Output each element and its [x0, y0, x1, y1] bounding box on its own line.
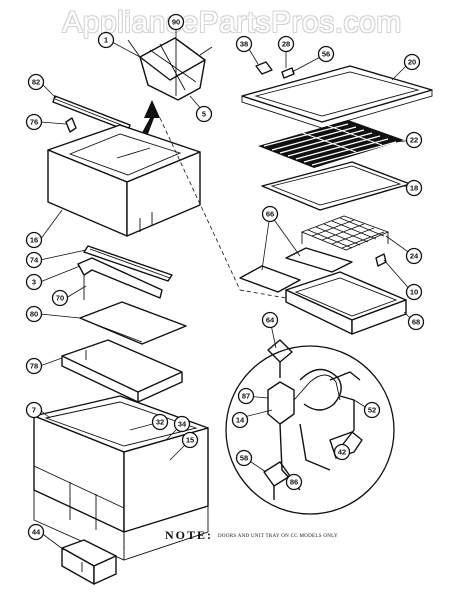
callout-76: 76	[25, 113, 43, 131]
briquette-grid	[300, 215, 390, 267]
callout-74: 74	[25, 251, 43, 269]
callout-label-56: 56	[322, 50, 330, 59]
callout-86: 86	[285, 473, 303, 491]
callout-58: 58	[235, 449, 253, 467]
callout-44: 44	[27, 523, 45, 541]
callout-label-14: 14	[236, 416, 245, 425]
callout-3: 3	[25, 273, 43, 291]
callout-label-15: 15	[186, 436, 194, 445]
callout-82: 82	[27, 73, 45, 91]
note-text: DOORS AND UNIT TRAY ON CC MODELS ONLY	[218, 533, 338, 539]
callout-label-86: 86	[290, 478, 298, 487]
cooking-grate	[258, 120, 404, 168]
callout-label-1: 1	[104, 36, 108, 45]
watermark: AppliancePartsPros.com	[62, 6, 402, 39]
callout-56: 56	[317, 45, 335, 63]
callout-label-7: 7	[32, 406, 36, 415]
gas-valve-detail	[225, 339, 395, 515]
callout-15: 15	[181, 431, 199, 449]
callout-label-78: 78	[30, 362, 38, 371]
callout-label-44: 44	[32, 528, 41, 537]
callout-label-74: 74	[30, 256, 39, 265]
callout-label-58: 58	[240, 454, 248, 463]
grease-tray	[285, 271, 407, 335]
callout-7: 7	[25, 401, 43, 419]
callout-label-34: 34	[178, 420, 187, 429]
top-lid	[241, 61, 433, 129]
cart-base-cabinet	[33, 395, 209, 561]
callout-24: 24	[405, 247, 423, 265]
callout-label-3: 3	[32, 278, 36, 287]
callout-label-20: 20	[408, 58, 416, 67]
callout-1: 1	[97, 31, 115, 49]
direction-arrow	[138, 100, 160, 142]
callout-34: 34	[173, 415, 191, 433]
callout-22: 22	[405, 131, 423, 149]
callout-label-68: 68	[412, 318, 420, 327]
heat-shield-plate	[79, 301, 187, 345]
callout-label-5: 5	[202, 110, 206, 119]
callout-16: 16	[25, 231, 43, 249]
guide-lines	[159, 117, 287, 299]
callout-label-42: 42	[338, 448, 346, 457]
drip-shields	[239, 247, 353, 293]
note-title: NOTE:	[165, 528, 214, 542]
callout-64: 64	[261, 311, 279, 329]
callout-label-28: 28	[282, 40, 290, 49]
callout-label-52: 52	[368, 406, 376, 415]
callout-20: 20	[403, 53, 421, 71]
diagram-note: NOTE: DOORS AND UNIT TRAY ON CC MODELS O…	[165, 528, 338, 543]
callout-32: 32	[151, 413, 169, 431]
callout-label-80: 80	[30, 310, 38, 319]
grate-frame	[261, 161, 411, 211]
callout-90: 90	[167, 13, 185, 31]
callout-87: 87	[237, 387, 255, 405]
callout-label-38: 38	[240, 40, 248, 49]
callout-66: 66	[261, 205, 279, 223]
front-trim-bar	[83, 245, 173, 282]
callout-38: 38	[235, 35, 253, 53]
callout-label-64: 64	[266, 316, 275, 325]
callout-label-82: 82	[32, 78, 40, 87]
callout-70: 70	[51, 289, 69, 307]
callout-label-18: 18	[410, 184, 418, 193]
callout-28: 28	[277, 35, 295, 53]
callout-14: 14	[231, 411, 249, 429]
callout-label-24: 24	[410, 252, 419, 261]
clip	[65, 117, 77, 133]
callout-10: 10	[405, 283, 423, 301]
callout-label-22: 22	[410, 136, 418, 145]
callout-label-87: 87	[242, 392, 250, 401]
callout-78: 78	[25, 357, 43, 375]
callout-42: 42	[333, 443, 351, 461]
callout-18: 18	[405, 179, 423, 197]
callout-label-10: 10	[410, 288, 418, 297]
callout-52: 52	[363, 401, 381, 419]
spit-assembly	[127, 37, 213, 101]
callout-label-70: 70	[56, 294, 64, 303]
callout-label-16: 16	[30, 236, 38, 245]
callout-80: 80	[25, 305, 43, 323]
callout-label-66: 66	[266, 210, 274, 219]
small-door	[61, 539, 117, 585]
firebox-liner	[47, 124, 201, 237]
callout-label-90: 90	[172, 18, 180, 27]
callout-68: 68	[407, 313, 425, 331]
callout-label-32: 32	[156, 418, 164, 427]
callout-5: 5	[195, 105, 213, 123]
callout-label-76: 76	[30, 118, 38, 127]
